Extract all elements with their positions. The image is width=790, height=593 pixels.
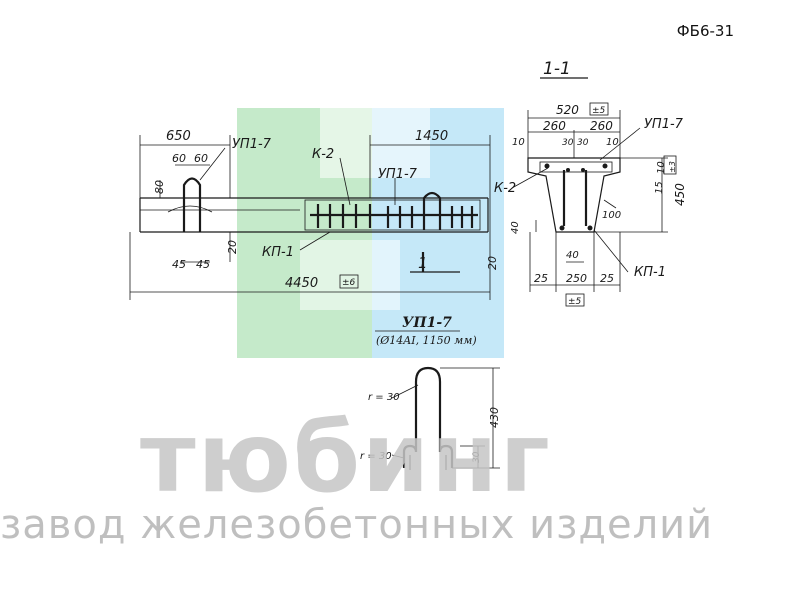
dim-right-100: 100 <box>602 210 621 221</box>
dim-height: 450 <box>673 183 687 206</box>
label-up-section: УП1-7 <box>644 117 684 132</box>
dim-bottom-mid: 250 <box>566 272 587 285</box>
dim-foot-a: 45 <box>172 258 186 271</box>
bar-detail-labels: УП1-7 (Ø14AI, 1150 мм) r = 30 r = 30 430… <box>360 315 501 463</box>
section-marker: 1 <box>418 254 428 272</box>
dim-bottom-right: 25 <box>600 272 614 285</box>
dim-height-80: 80 <box>153 180 166 194</box>
label-up1-left: УП1-7 <box>232 137 272 152</box>
dim-height-tol: ±3 <box>668 161 677 173</box>
dim-left-10: 10 <box>512 137 525 148</box>
elevation-labels: 650 1450 60 60 80 20 20 45 45 4450 ±6 УП… <box>153 129 499 291</box>
dim-right-10: 10 <box>606 137 619 148</box>
bar-hook: 30 <box>472 451 482 463</box>
dim-top-left: 260 <box>543 119 566 133</box>
watermark-logo <box>237 108 504 358</box>
dim-height-20-left: 20 <box>226 240 239 254</box>
dim-bottom-40: 40 <box>566 250 579 261</box>
dim-right-10b: 10 <box>656 161 667 174</box>
dim-loop-a: 60 <box>172 152 186 165</box>
bar-title: УП1-7 <box>402 315 452 331</box>
watermark-brand: тюбинг <box>140 402 552 514</box>
sheet-code: ФБ6-31 <box>676 22 734 40</box>
dim-loop-b: 60 <box>194 152 208 165</box>
label-k2-section: К-2 <box>494 181 516 196</box>
label-k2-elev: К-2 <box>312 147 334 162</box>
dim-left-span: 650 <box>166 129 191 144</box>
bar-height: 430 <box>488 407 501 428</box>
bar-detail <box>375 330 500 470</box>
dim-foot-b: 45 <box>196 258 210 271</box>
dim-bottom-left: 25 <box>534 272 548 285</box>
dim-top-tol: ±5 <box>592 106 606 116</box>
dim-total-tol: ±6 <box>342 278 356 288</box>
dim-top-width: 520 <box>556 103 579 117</box>
dim-right-15: 15 <box>654 181 665 194</box>
dim-bottom-tol: ±5 <box>568 297 582 307</box>
dim-left-40: 40 <box>510 221 521 234</box>
label-kp1-elev: КП-1 <box>262 245 294 260</box>
dim-height-20-right: 20 <box>486 256 499 270</box>
bar-radius-top: r = 30 <box>368 392 400 403</box>
section-view <box>511 77 668 292</box>
dim-top-right: 260 <box>590 119 613 133</box>
watermark-tagline: завод железобетонных изделий <box>0 502 714 548</box>
dim-total-length: 4450 <box>285 276 318 291</box>
elevation-view <box>129 135 491 300</box>
dim-mid-a: 30 <box>562 138 574 148</box>
label-up1-mid: УП1-7 <box>378 167 418 182</box>
label-kp1-section: КП-1 <box>634 265 666 280</box>
dim-right-span: 1450 <box>415 129 448 144</box>
section-title: 1-1 <box>543 59 571 79</box>
section-labels: 1-1 520 ±5 260 260 30 30 10 10 10 15 100… <box>494 59 687 307</box>
dim-mid-b: 30 <box>577 138 589 148</box>
bar-spec: (Ø14AI, 1150 мм) <box>376 334 477 347</box>
bar-radius-bottom: r = 30 <box>360 451 392 462</box>
